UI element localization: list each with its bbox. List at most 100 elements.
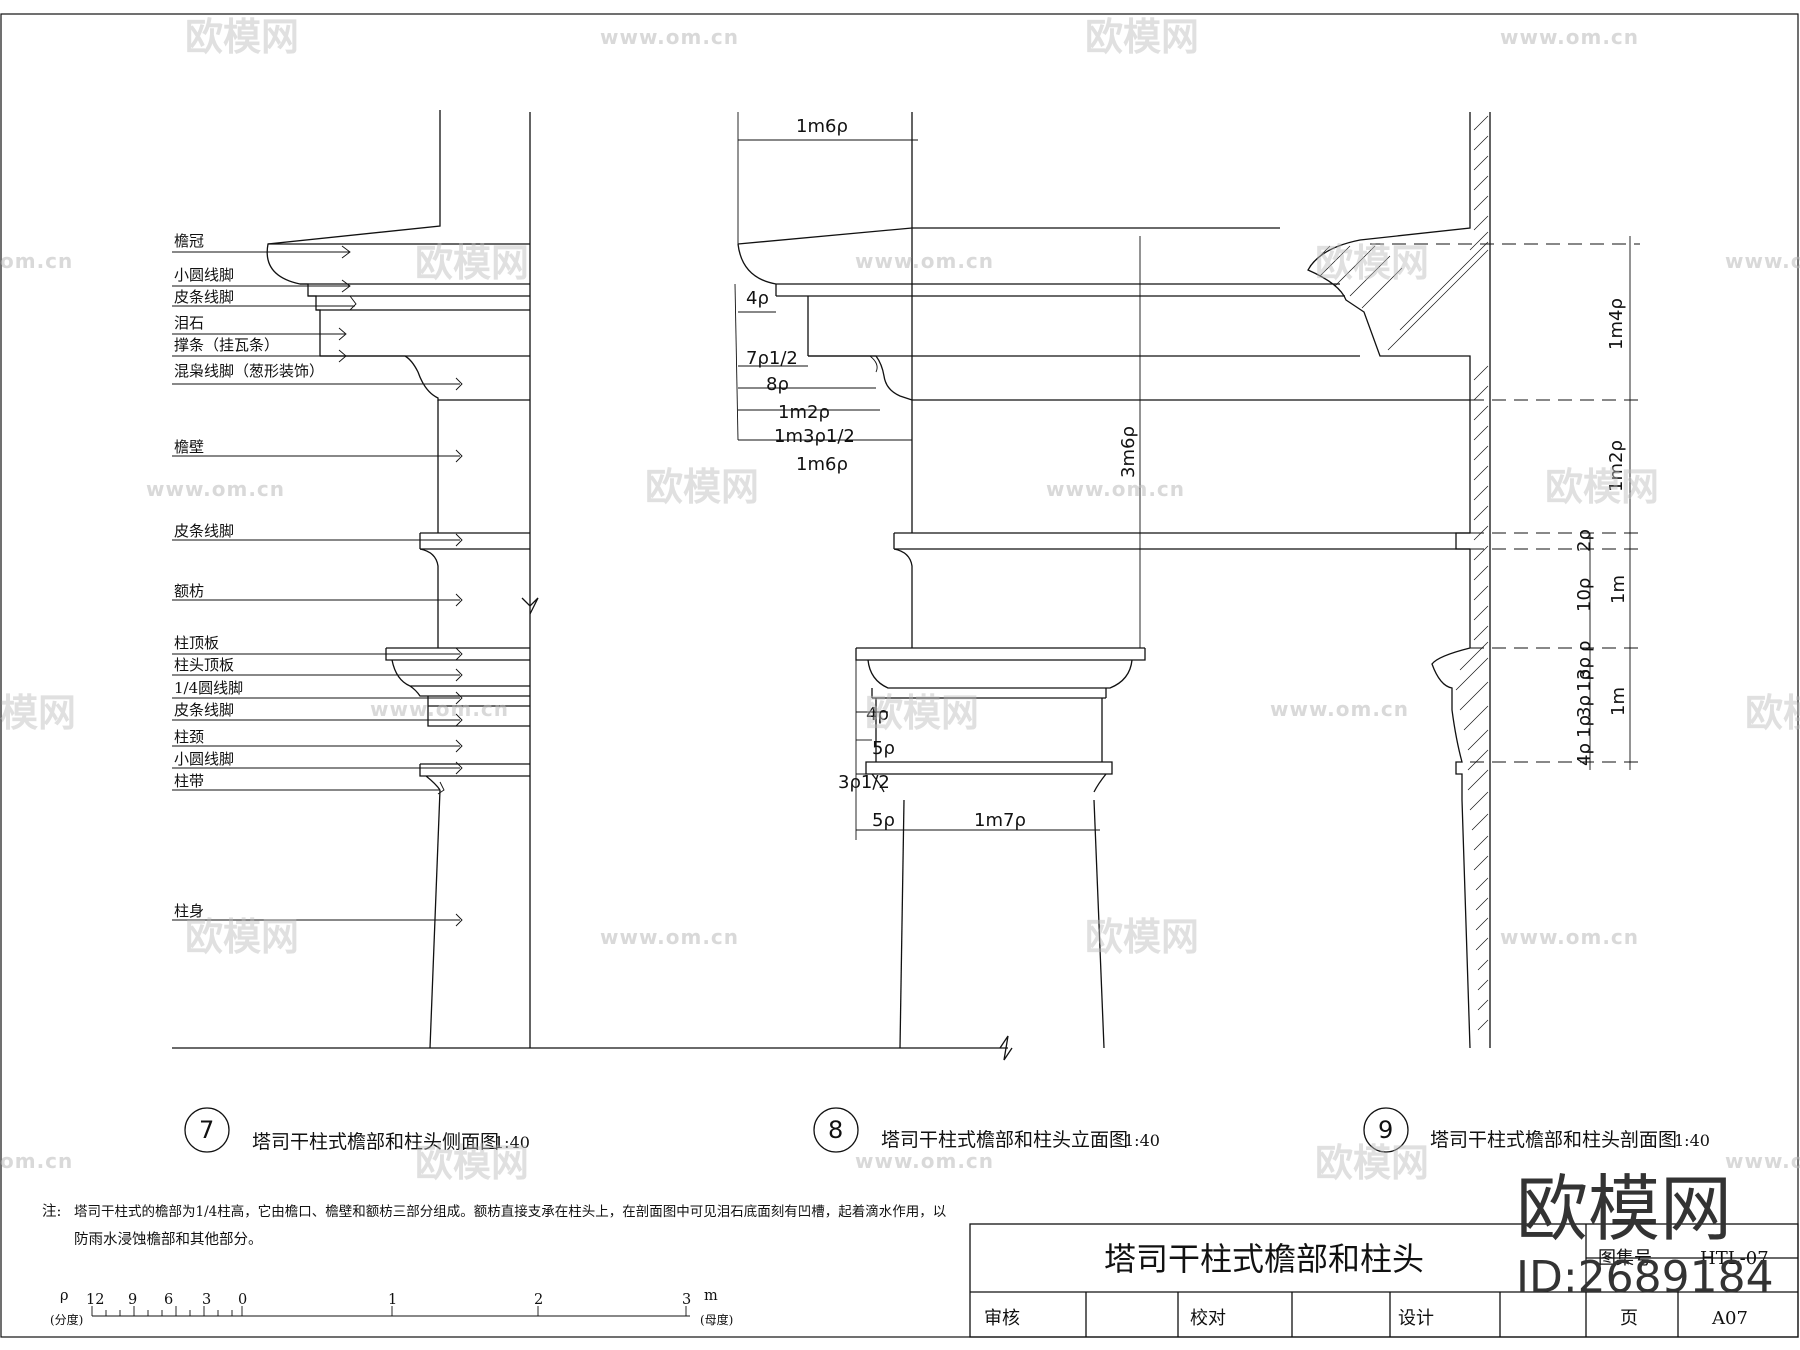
atlas-label: 图集号 — [1598, 1248, 1652, 1269]
watermark-brand: 欧模网 — [1315, 241, 1429, 285]
dim-1m3p-half: 1m3ρ1/2 — [774, 426, 855, 447]
label-cornice-crown: 檐冠 — [174, 232, 204, 250]
scale-bar: ρ (分度) 12 9 6 3 0 1 2 3 m (母度) — [50, 1288, 733, 1327]
dim-1m2p-sec: 1m2ρ — [1606, 440, 1627, 492]
label-ovolo: 1/4圆线脚 — [174, 679, 243, 697]
elevation-dimensions: 1m6ρ 4ρ 7ρ1/2 8ρ 1m2ρ 1m3ρ1/2 1m6ρ 3m6ρ … — [734, 112, 1141, 840]
scale-tick-1: 1 — [388, 1292, 397, 1308]
label-capital-top: 柱头顶板 — [174, 656, 234, 674]
brand-id: ID:2689184 — [1516, 1252, 1774, 1303]
dim-4p: 4ρ — [746, 288, 769, 309]
watermarks: 欧模网 www.om.cn 欧模网 www.om.cn om.cn 欧模网 ww… — [0, 15, 1800, 1185]
watermark-brand: 欧模网 — [645, 465, 759, 509]
scale-tick-2: 2 — [534, 1292, 543, 1308]
caption-9-scale: 1:40 — [1674, 1131, 1710, 1150]
watermark-brand: 欧模网 — [415, 241, 529, 285]
watermark-brand: 欧模网 — [1315, 1141, 1429, 1185]
dim-1m-b: 1m — [1608, 687, 1629, 716]
watermark-url: www.om.cn — [855, 249, 994, 273]
label-fillet-2: 皮条线脚 — [174, 522, 234, 540]
atlas-number: HTL-07 — [1700, 1248, 1769, 1269]
dim-cap-5p: 5ρ — [872, 738, 895, 759]
watermark-brand: 欧模网 — [1085, 15, 1199, 59]
scale-right-sub: (母度) — [700, 1312, 733, 1327]
brand-logo-text: 欧模网 — [1516, 1167, 1732, 1251]
watermark-brand: 欧模网 — [1545, 465, 1659, 509]
dim-1m6p: 1m6ρ — [796, 454, 848, 475]
caption-7-number: 7 — [199, 1116, 214, 1144]
label-architrave: 额枋 — [174, 582, 204, 600]
dim-1p-b: 1ρ — [1574, 715, 1595, 738]
watermark-url: www.om.cn — [1500, 925, 1639, 949]
side-view-drawing: 檐冠 小圆线脚 皮条线脚 泪石 撑条（挂瓦条） 混枭线脚（葱形装饰） 檐壁 皮条… — [172, 110, 1008, 1049]
watermark-url: www.om.cn — [1046, 477, 1185, 501]
dim-3p-a: 3ρ — [1574, 657, 1595, 680]
watermark-url: www.om.cn — [855, 1149, 994, 1173]
label-band: 柱带 — [174, 772, 204, 790]
caption-8-scale: 1:40 — [1124, 1131, 1160, 1150]
scale-tick-3: 3 — [202, 1292, 211, 1308]
watermark-brand: 欧模网 — [185, 915, 299, 959]
check-label: 校对 — [1190, 1308, 1226, 1329]
label-corona: 泪石 — [174, 314, 204, 332]
note-prefix: 注: — [42, 1203, 61, 1220]
watermark-brand: 欧模网 — [415, 1141, 529, 1185]
label-astragal: 小圆线脚 — [174, 266, 234, 284]
caption-8-number: 8 — [828, 1116, 843, 1144]
watermark-brand: 欧模网 — [185, 15, 299, 59]
dim-cap-5p-2: 5ρ — [872, 810, 895, 831]
watermark-brand: 欧模网 — [1085, 915, 1199, 959]
title-block: 塔司干柱式檐部和柱头 图集号 HTL-07 审核 校对 设计 页 A07 — [969, 1223, 1799, 1338]
dim-1m-a: 1m — [1608, 575, 1629, 604]
watermark-url: om.cn — [0, 249, 73, 273]
dim-top-width: 1m6ρ — [796, 116, 848, 137]
dim-1p-a: 1ρ — [1574, 669, 1595, 692]
watermark-url: www.om.cn — [600, 25, 739, 49]
label-fillet-3: 皮条线脚 — [174, 701, 234, 719]
watermark-url: www.om.cn — [1270, 697, 1409, 721]
label-batten: 撑条（挂瓦条） — [174, 336, 279, 354]
watermark-url: www.om.cn — [1725, 1149, 1800, 1173]
scale-right-unit: m — [704, 1288, 718, 1304]
dim-8p: 8ρ — [766, 374, 789, 395]
dim-1m4p: 1m4ρ — [1606, 298, 1627, 350]
dim-7p-half: 7ρ1/2 — [746, 348, 798, 369]
section-drawing: 1m4ρ 1m2ρ 2ρ 10ρ 1m ρ 3ρ 1ρ 3ρ 1ρ 1m 4ρ — [1307, 112, 1640, 1049]
note-line-1: 塔司干柱式的檐部为1/4柱高，它由檐口、檐壁和额枋三部分组成。额枋直接支承在柱头… — [74, 1203, 947, 1220]
design-label: 设计 — [1398, 1308, 1434, 1329]
section-dimensions: 1m4ρ 1m2ρ 2ρ 10ρ 1m ρ 3ρ 1ρ 3ρ 1ρ 1m 4ρ — [1574, 298, 1629, 766]
sheet-border — [0, 13, 1799, 1338]
dim-1m7p: 1m7ρ — [974, 810, 1026, 831]
note-line-2: 防雨水浸蚀檐部和其他部分。 — [74, 1231, 263, 1248]
label-frieze: 檐壁 — [174, 438, 204, 456]
watermark-url: om.cn — [0, 1149, 73, 1173]
scale-tick-12: 12 — [86, 1292, 104, 1308]
scale-tick-3m: 3 — [682, 1292, 691, 1308]
scale-tick-9: 9 — [128, 1292, 137, 1308]
sheet-title: 塔司干柱式檐部和柱头 — [1104, 1240, 1424, 1278]
part-labels: 檐冠 小圆线脚 皮条线脚 泪石 撑条（挂瓦条） 混枭线脚（葱形装饰） 檐壁 皮条… — [174, 232, 324, 920]
dim-p: ρ — [1574, 641, 1595, 652]
label-cyma-reversa: 混枭线脚（葱形装饰） — [174, 362, 324, 380]
label-shaft: 柱身 — [174, 902, 204, 920]
dim-cap-3p-half: 3ρ1/2 — [838, 772, 890, 793]
review-label: 审核 — [984, 1308, 1020, 1329]
page-number: A07 — [1711, 1308, 1748, 1329]
label-leaders — [172, 251, 460, 921]
caption-8-title: 塔司干柱式檐部和柱头立面图 — [881, 1129, 1128, 1151]
watermark-url: www.om.cn — [1500, 25, 1639, 49]
brand-overlay: 欧模网 ID:2689184 — [1516, 1167, 1774, 1303]
watermark-brand: 欧模网 — [1745, 691, 1800, 735]
watermark-brand: 欧模网 — [865, 691, 979, 735]
scale-left-sub: (分度) — [50, 1312, 83, 1327]
caption-7-scale: 1:40 — [494, 1133, 530, 1152]
label-necking: 柱颈 — [174, 728, 204, 746]
watermark-url: www.om.cn — [600, 925, 739, 949]
scale-left-unit: ρ — [60, 1288, 69, 1304]
leader-arrows — [338, 245, 463, 927]
scale-tick-6: 6 — [164, 1292, 173, 1308]
watermark-url: www.om.cn — [1725, 249, 1800, 273]
label-abacus: 柱顶板 — [174, 634, 219, 652]
dim-cap-4p: 4ρ — [866, 704, 889, 725]
